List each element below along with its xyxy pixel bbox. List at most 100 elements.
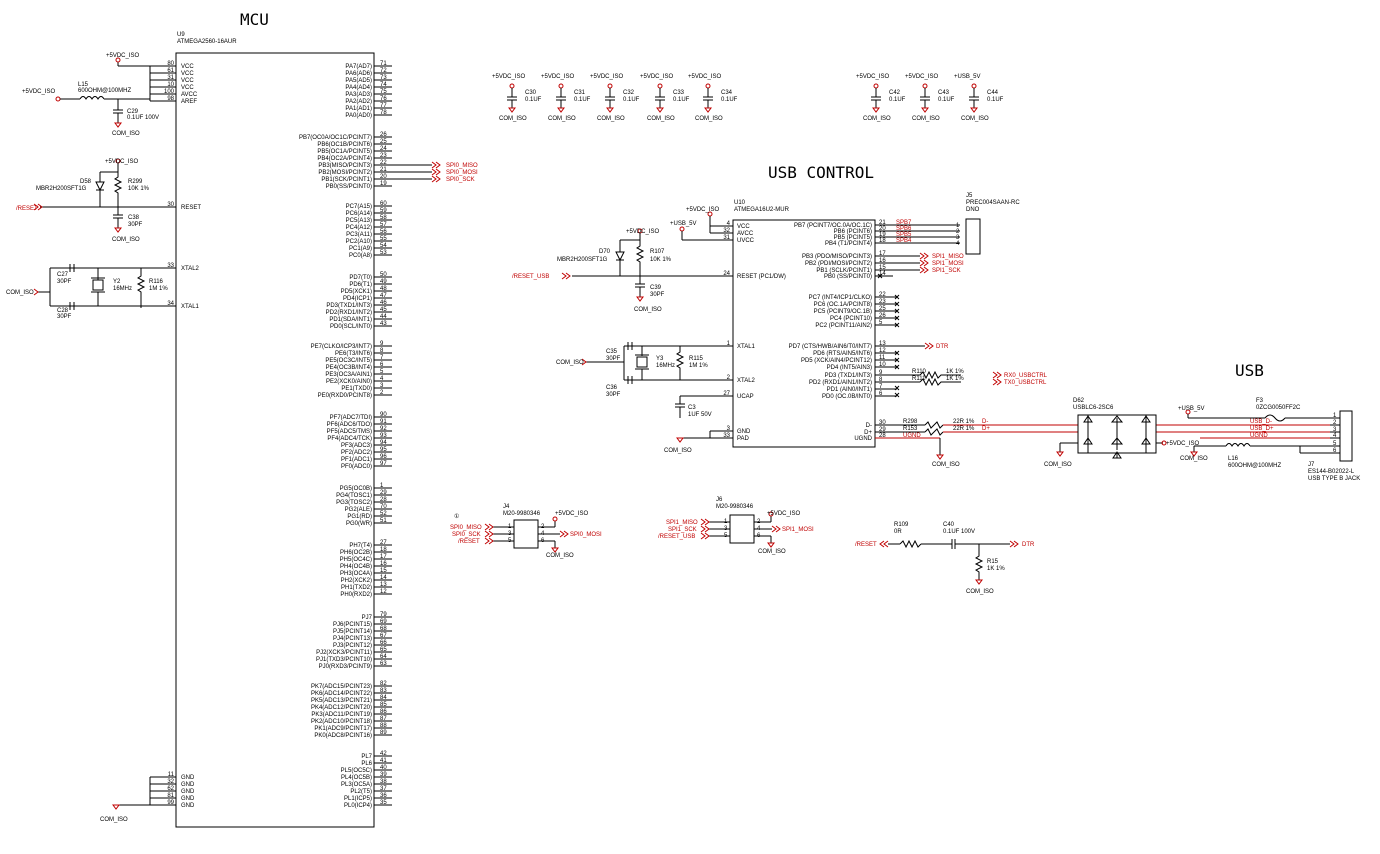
l16-val: 600OHM@100MHZ <box>1228 463 1281 469</box>
u9-left-pin-name: AREF <box>181 99 197 105</box>
j7-extra: USB TYPE B JACK <box>1308 476 1360 482</box>
u9-left-pin-name: RESET <box>181 205 201 211</box>
u9-right-pin-num: 60 <box>380 201 387 207</box>
u10-right-pin-name: PB1 (SCLK/PCINT1) <box>816 268 872 274</box>
u9-right-pin-name: PB1(SCK/PCINT1) <box>321 177 372 183</box>
decoupling-rail: +USB_5V <box>954 74 981 80</box>
u9-right-pin-num: 94 <box>380 440 387 446</box>
u9-left-pin-name: GND <box>181 782 195 788</box>
j6-ref: J6 <box>716 497 723 503</box>
u9-right-pin-name: PE4(OC3B/INT4) <box>326 365 372 371</box>
u9-right-pins: PA7(AD7)71PA6(AD6)72PA5(AD5)73PA4(AD4)74… <box>299 61 392 809</box>
u9-right-pin-num: 5 <box>380 369 384 375</box>
u9-right-pin-num: 4 <box>380 376 384 382</box>
r299-rail-label: +5VDC_ISO <box>105 159 139 165</box>
u9-left-pin-name: GND <box>181 775 195 781</box>
u9-right-pin-num: 1 <box>380 483 384 489</box>
u9-right-pin-name: PJ5(PCINT14) <box>333 629 372 635</box>
u9-right-pin-name: PE6(T3/INT6) <box>335 351 372 357</box>
u9-right-pin-name: PJ2(XCK3/PCINT11) <box>316 650 372 656</box>
u9-right-pin-num: 41 <box>380 758 387 764</box>
decoupling-rail: +5VDC_ISO <box>640 74 674 80</box>
u9-left-pin-num: 33 <box>167 263 174 269</box>
u10-right-pin-name: PC7 (INT4/ICP1/CLKO) <box>809 295 872 301</box>
u9-power-network: +5VDC_ISO +5VDC_ISO L15 600OHM@100MHZ C2… <box>6 53 176 823</box>
j4-val: M20-9980346 <box>503 511 541 517</box>
u9-left-pin-name: GND <box>181 789 195 795</box>
u9-right-pin-num: 72 <box>380 68 387 74</box>
j5-val: PREC004SAAN-RC <box>966 200 1020 206</box>
u9-right-pin-name: PB5(OC1A/PCINT5) <box>317 149 372 155</box>
r15-gnd: COM_ISO <box>966 589 994 595</box>
u9-left-pin-num: 81 <box>167 793 174 799</box>
u10-right-pin-name: UGND <box>854 436 872 442</box>
u10-net-mosi: SPI1_MOSI <box>932 261 964 267</box>
u9-right-pin-name: PE0(RXD0/PCINT8) <box>318 393 372 399</box>
u9-right-pin-name: PJ7 <box>362 615 373 621</box>
y2-val: 16MHz <box>113 286 132 292</box>
j4-net-reset: /RESET <box>458 539 480 545</box>
decoupling-rail: +5VDC_ISO <box>492 74 526 80</box>
j7-pin-num: 4 <box>1333 433 1337 439</box>
u9-part: ATMEGA2560-16AUR <box>177 39 237 45</box>
u9-right-pin-num: 3 <box>380 383 384 389</box>
u9-right-pin-num: 19 <box>380 181 387 187</box>
u9-right-pin-name: PF5(ADC5/TMS) <box>327 429 372 435</box>
c40-val: 0.1UF 100V <box>943 529 975 535</box>
u9-right-pin-name: PB0(SS/PCINT0) <box>326 184 372 190</box>
u9-right-pin-num: 78 <box>380 110 387 116</box>
u10-left-pin-num: 27 <box>723 391 730 397</box>
decoupling-gnd: COM_ISO <box>499 116 527 122</box>
u9-right-pin-num: 7 <box>380 355 384 361</box>
u9-left-pin-num: 98 <box>167 96 174 102</box>
j7-usb-b-jack[interactable] <box>1339 410 1353 462</box>
u9-right-pin-name: PJ6(PCINT15) <box>333 622 372 628</box>
u9-right-pin-name: PD6(T1) <box>349 282 372 288</box>
u9-right-pin-num: 74 <box>380 82 387 88</box>
u9-right-pin-num: 48 <box>380 286 387 292</box>
u9-right-pin-name: PH1(TXD2) <box>341 585 372 591</box>
u9-left-pin-num: 61 <box>167 68 174 74</box>
c3-val: 1UF 50V <box>688 412 712 418</box>
u9-right-pin-num: 96 <box>380 454 387 460</box>
u9-right-pin-num: 12 <box>380 589 387 595</box>
decoupling-ref: C44 <box>987 90 999 96</box>
j4-net-miso: SPI0_MISO <box>450 525 482 531</box>
u9-right-pin-name: PE7(CLKO/ICP3/INT7) <box>311 344 372 350</box>
u9-right-pin-name: PK5(ADC13/PCINT21) <box>311 698 372 704</box>
u10-right-pin-name: PD4 (INT5/AIN3) <box>827 365 872 371</box>
u9-right-pin-name: PD2(RXD1/INT2) <box>326 310 372 316</box>
u9-left-pin-name: VCC <box>181 64 194 70</box>
u9-right-pin-num: 25 <box>380 139 387 145</box>
l15-ref: L15 <box>78 82 89 88</box>
c28-val: 30PF <box>57 314 72 320</box>
j5-header[interactable] <box>965 218 981 255</box>
u9-right-pin-name: PE5(OC3C/INT5) <box>325 358 372 364</box>
isp-header-j4[interactable]: ① J4 M20-9980346 1 3 5 2 4 6 SPI0_MISO S… <box>450 504 602 559</box>
net-dminus-short: D- <box>982 419 988 425</box>
u9-right-pin-num: 95 <box>380 447 387 453</box>
r109-ref: R109 <box>894 522 909 528</box>
u9-right-pin-num: 59 <box>380 208 387 214</box>
u9-right-pin-num: 88 <box>380 723 387 729</box>
u10-right-pin-num: 13 <box>879 341 886 347</box>
u9-right-pin-num: 73 <box>380 75 387 81</box>
u9-right-pin-num: 83 <box>380 688 387 694</box>
u9-right-pin-num: 77 <box>380 103 387 109</box>
u9-right-pin-num: 69 <box>380 619 387 625</box>
isp-header-j6[interactable]: J6 M20-9980346 1 3 5 2 4 6 SPI1_MISO SPI… <box>658 497 814 555</box>
u9-right-pin-num: 39 <box>380 772 387 778</box>
r107-rail: +5VDC_ISO <box>626 229 660 235</box>
l16-ref: L16 <box>1228 456 1239 462</box>
u9-right-pin-num: 13 <box>380 582 387 588</box>
decoupling-val: 0.1UF <box>623 97 640 103</box>
u10-right-pin-num: 11 <box>879 355 886 361</box>
u10-right-pin-num: 23 <box>879 299 886 305</box>
decoupling-ref: C30 <box>525 90 537 96</box>
coupling-reset-net: /RESET <box>855 542 877 548</box>
